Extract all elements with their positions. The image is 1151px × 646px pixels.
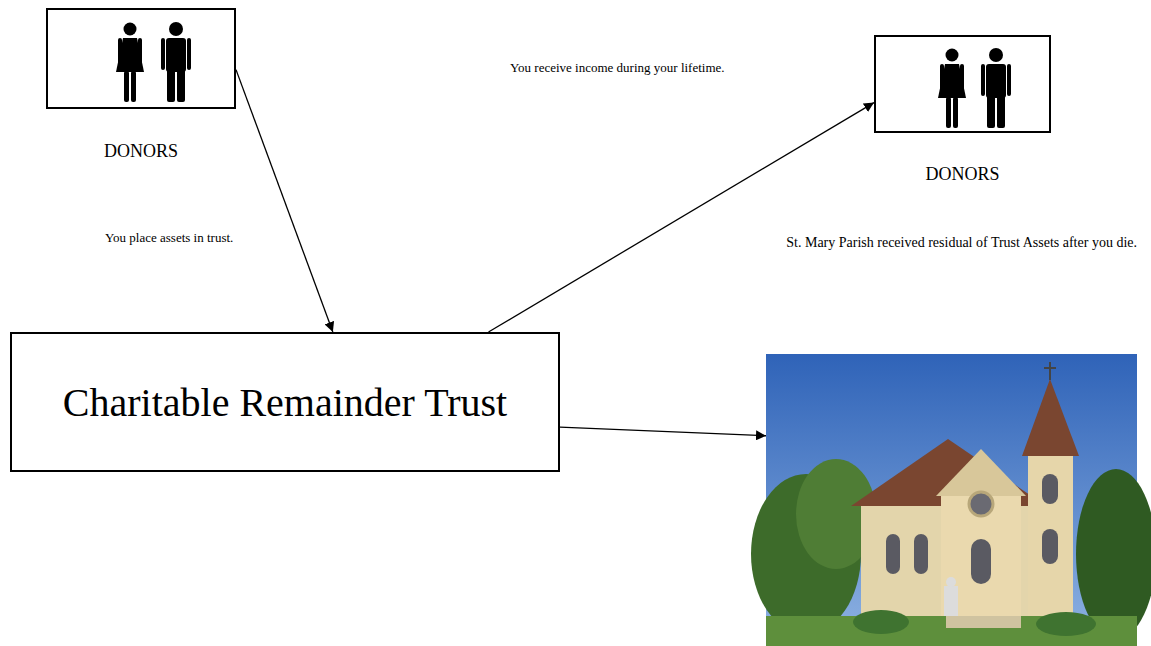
trust-box: Charitable Remainder Trust <box>10 332 560 472</box>
donor-box: DONORS <box>46 8 236 109</box>
woman-icon <box>938 49 966 129</box>
photo-caption: St. Mary Parish received residual of Tru… <box>766 235 1137 251</box>
man-icon <box>161 22 191 102</box>
box-title: Charitable Remainder Trust <box>63 379 507 426</box>
arrow-connector <box>560 427 766 436</box>
box-heading: DONORS <box>48 141 234 162</box>
man-icon <box>981 48 1011 128</box>
arrow-connector <box>236 70 333 332</box>
church-photo <box>751 354 1151 646</box>
box-heading: DONORS <box>876 164 1049 185</box>
woman-icon <box>116 23 144 103</box>
edge-label: You place assets in trust. <box>105 230 233 246</box>
edge-label: You receive income during your lifetime. <box>510 60 725 76</box>
donor-box: DONORS <box>874 35 1051 133</box>
church-photo-frame: St. Mary Parish received residual of Tru… <box>766 354 1137 646</box>
arrow-connector <box>489 103 875 332</box>
